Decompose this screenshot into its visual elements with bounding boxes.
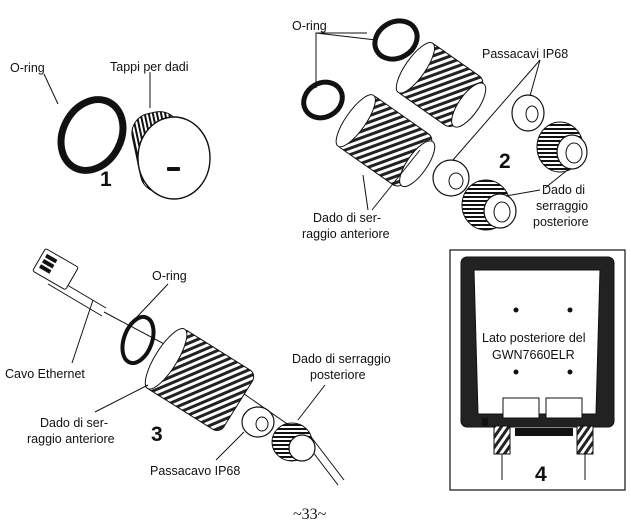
left-connector bbox=[493, 425, 511, 480]
device-back-face bbox=[473, 269, 601, 415]
o-ring-3 bbox=[120, 314, 156, 366]
page-number: ~33~ bbox=[293, 506, 327, 523]
panel-3: O-ring Dado di serraggio posteriore Cavo… bbox=[5, 248, 391, 486]
panel-3-rear-nut-label-1: Dado di serraggio bbox=[292, 352, 391, 366]
rear-nut-upper bbox=[536, 121, 588, 173]
o-ring-2a bbox=[372, 18, 420, 62]
panel-3-rear-nut-label-2: posteriore bbox=[310, 368, 366, 382]
panel-1: O-ring Tappi per dadi 1 bbox=[10, 60, 211, 200]
ip68-gland-upper bbox=[511, 94, 545, 132]
panel-4-back-label-1: Lato posteriore del bbox=[482, 331, 586, 345]
panel-2-number: 2 bbox=[499, 150, 511, 173]
panel-2-rear-nut-label-3: posteriore bbox=[533, 215, 589, 229]
nut-cap bbox=[131, 111, 211, 200]
cable-gland-assembly bbox=[144, 328, 255, 432]
panel-2-gland-label: Passacavi IP68 bbox=[482, 47, 568, 61]
panel-2-front-nut-label-1: Dado di ser- bbox=[313, 211, 381, 225]
device-port-strip bbox=[515, 428, 573, 436]
panel-1-number: 1 bbox=[100, 168, 112, 191]
panel-3-o-ring-label: O-ring bbox=[152, 269, 187, 283]
o-ring-2b bbox=[301, 79, 345, 121]
right-connector bbox=[576, 425, 594, 480]
panel-4-number: 4 bbox=[535, 463, 547, 486]
panel-3-front-nut-label-1: Dado di ser- bbox=[40, 416, 108, 430]
panel-3-gland-label: Passacavo IP68 bbox=[150, 464, 240, 478]
panel-2-rear-nut-label-2: serraggio bbox=[536, 199, 588, 213]
panel-2-front-nut-label-2: raggio anteriore bbox=[302, 227, 390, 241]
panel-2-o-ring-label: O-ring bbox=[292, 19, 327, 33]
panel-4: Lato posteriore del GWN7660ELR 4 bbox=[449, 249, 626, 491]
rear-nut-3 bbox=[271, 422, 316, 462]
o-ring-1 bbox=[57, 96, 127, 174]
panel-1-o-ring-label: O-ring bbox=[10, 61, 45, 75]
cable-gland-lower bbox=[335, 94, 436, 188]
panel-3-front-nut-label-2: raggio anteriore bbox=[27, 432, 115, 446]
rj45-plug bbox=[32, 248, 79, 290]
panel-3-number: 3 bbox=[151, 423, 163, 446]
cable-gland-upper bbox=[395, 42, 487, 128]
panel-1-cap-label: Tappi per dadi bbox=[110, 60, 189, 74]
panel-3-cable-label: Cavo Ethernet bbox=[5, 367, 85, 381]
panel-2: O-ring Passacavi IP68 Dado di serraggio … bbox=[292, 18, 589, 241]
rear-nut-lower bbox=[461, 179, 517, 231]
panel-4-back-label-2: GWN7660ELR bbox=[492, 348, 575, 362]
ip68-gland-lower bbox=[432, 159, 470, 197]
ip68-gland-3 bbox=[241, 406, 275, 438]
panel-2-rear-nut-label-1: Dado di bbox=[542, 183, 585, 197]
